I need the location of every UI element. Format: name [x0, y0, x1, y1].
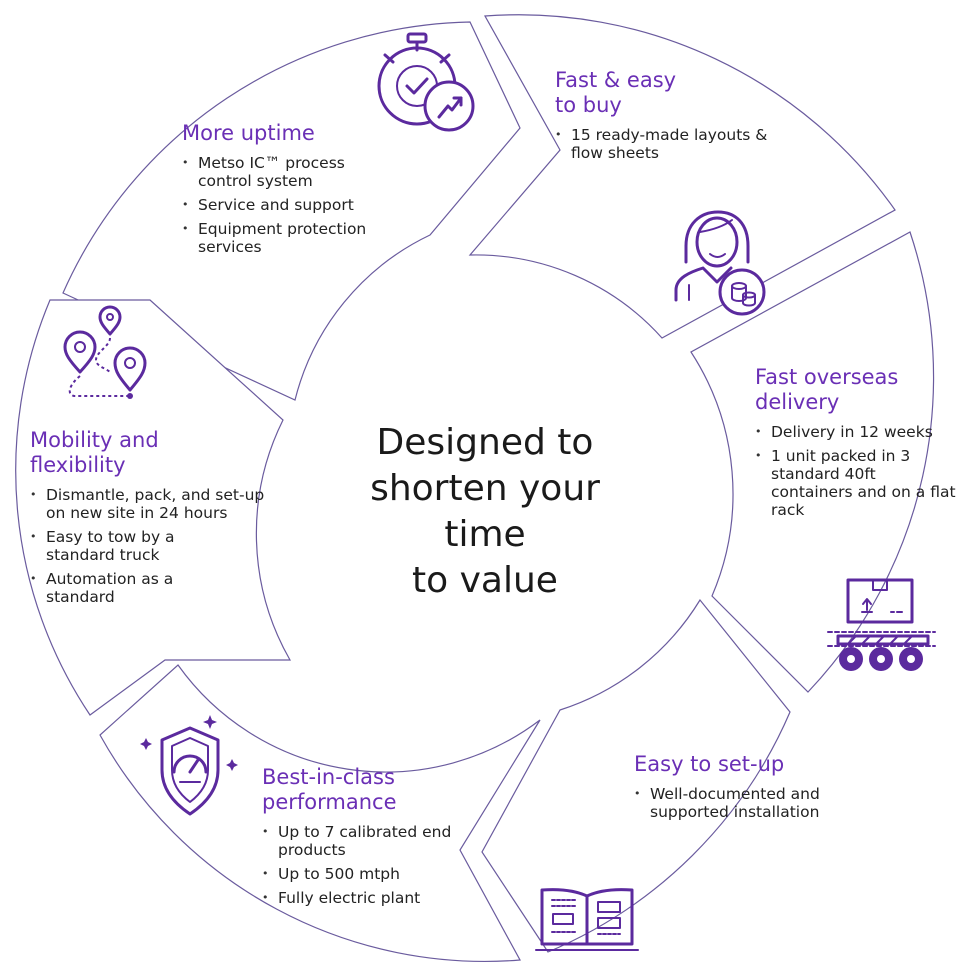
list-item: Automation as a standard: [30, 570, 216, 606]
title-mobility-flexibility: Mobility and flexibility: [30, 428, 159, 477]
list-item: Easy to tow by a standard truck: [30, 528, 211, 564]
conveyor-box-icon: [827, 578, 936, 671]
title-more-uptime: More uptime: [182, 121, 315, 145]
open-manual-icon: [535, 888, 639, 951]
title-easy-setup: Easy to set-up: [634, 752, 785, 776]
list-easy-setup: Well-documented and supported installati…: [634, 785, 834, 821]
center-line-3: to value: [412, 560, 558, 601]
list-item: Metso IC™ process control system: [182, 154, 398, 190]
title-fast-easy-buy: Fast & easy to buy: [555, 68, 677, 117]
segment-fast-easy-buy: [468, 14, 896, 339]
center-heading: Designed to shorten your time to value: [330, 420, 640, 604]
stopwatch-trend-icon: [377, 32, 475, 132]
title-fast-overseas-delivery: Fast overseas delivery: [755, 365, 899, 414]
person-coins-icon: [674, 210, 766, 316]
list-item: Up to 7 calibrated end products: [262, 823, 453, 859]
shield-gauge-icon: [140, 715, 238, 816]
list-item: Delivery in 12 weeks: [755, 423, 965, 441]
list-fast-overseas-delivery: Delivery in 12 weeks 1 unit packed in 3 …: [755, 423, 965, 519]
route-pins-icon: [63, 305, 147, 399]
title-best-in-class-performance: Best-in-class performance: [262, 765, 397, 814]
segment-best-in-class-performance: [99, 664, 541, 963]
list-item: Up to 500 mtph: [262, 865, 477, 883]
list-item: Well-documented and supported installati…: [634, 785, 820, 821]
list-item: 1 unit packed in 3 standard 40ft contain…: [755, 447, 956, 519]
list-fast-easy-buy: 15 ready-made layouts & flow sheets: [555, 126, 785, 162]
block-fast-easy-buy: Fast & easy to buy 15 ready-made layouts…: [555, 68, 785, 168]
list-best-in-class-performance: Up to 7 calibrated end products Up to 50…: [262, 823, 477, 907]
list-item: 15 ready-made layouts & flow sheets: [555, 126, 781, 162]
list-item: Fully electric plant: [262, 889, 477, 907]
block-more-uptime: More uptime Metso IC™ process control sy…: [182, 121, 427, 262]
list-mobility-flexibility: Dismantle, pack, and set-up on new site …: [30, 486, 275, 606]
center-line-2: shorten your time: [370, 468, 600, 555]
block-fast-overseas-delivery: Fast overseas delivery Delivery in 12 we…: [755, 365, 965, 525]
block-easy-setup: Easy to set-up Well-documented and suppo…: [634, 752, 834, 827]
list-item: Dismantle, pack, and set-up on new site …: [30, 486, 271, 522]
center-line-1: Designed to: [376, 422, 594, 463]
block-best-in-class-performance: Best-in-class performance Up to 7 calibr…: [262, 765, 477, 913]
list-more-uptime: Metso IC™ process control system Service…: [182, 154, 427, 256]
list-item: Service and support: [182, 196, 427, 214]
list-item: Equipment protection services: [182, 220, 398, 256]
block-mobility-flexibility: Mobility and flexibility Dismantle, pack…: [30, 428, 275, 612]
